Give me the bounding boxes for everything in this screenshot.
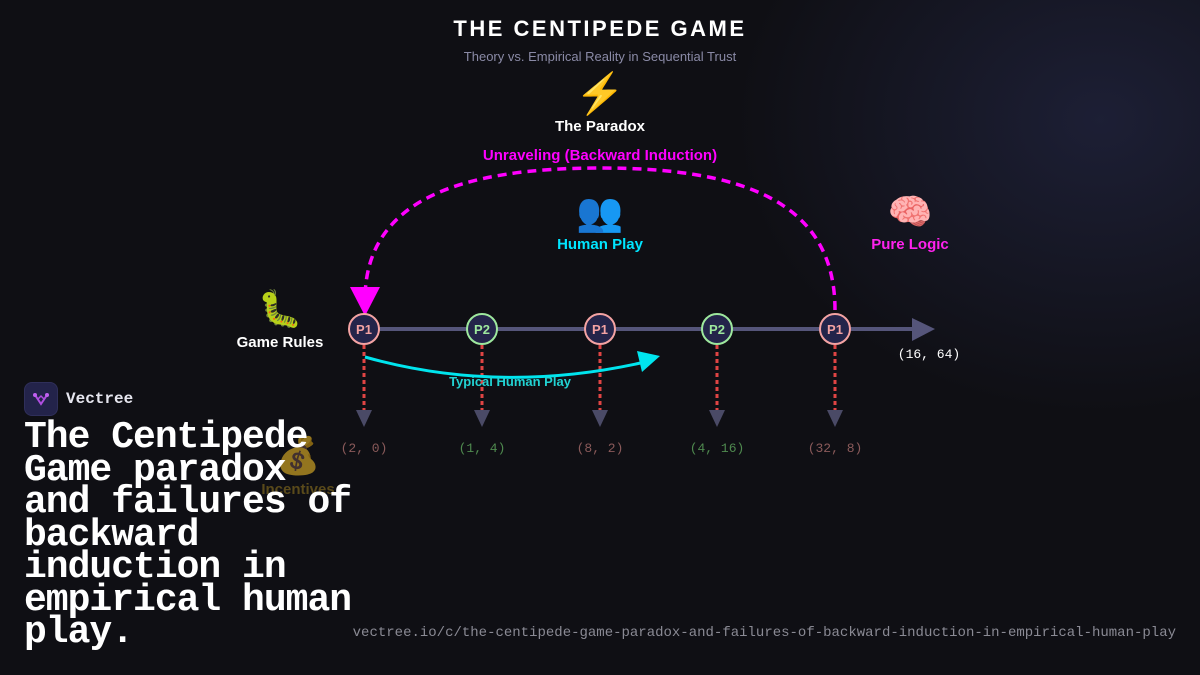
node-5[interactable]: P1 <box>819 313 851 345</box>
svg-text:P2: P2 <box>709 322 725 337</box>
typical-human-play-curve <box>364 355 646 379</box>
game-rules-label: Game Rules <box>236 334 324 351</box>
unraveling-arc <box>363 166 837 311</box>
typical-human-play-label: Typical Human Play <box>449 374 572 389</box>
paradox-label: The Paradox <box>554 118 646 135</box>
node-4[interactable]: P2 <box>701 313 733 345</box>
drop-arrowheads <box>356 410 843 427</box>
unraveling-label: Unraveling (Backward Induction) <box>483 147 717 164</box>
page-title: THE CENTIPEDE GAME <box>453 16 747 41</box>
payoff-4: (4, 16) <box>690 441 745 456</box>
payoff-2: (1, 4) <box>459 441 506 456</box>
svg-text:P1: P1 <box>827 322 843 337</box>
typical-human-play-arrowhead <box>637 351 660 372</box>
unraveling-arrowhead <box>350 287 380 316</box>
money-bag-icon: 💰 <box>275 435 321 476</box>
incentives-label: Incentives <box>261 481 335 498</box>
lightning-icon: ⚡ <box>575 72 625 116</box>
brain-icon: 🧠 <box>887 191 933 232</box>
page-subtitle: Theory vs. Empirical Reality in Sequenti… <box>463 49 737 64</box>
node-3[interactable]: P1 <box>584 313 616 345</box>
node-2[interactable]: P2 <box>466 313 498 345</box>
headline: The Centipede Game paradox and failures … <box>24 416 352 654</box>
pure-logic-label: Pure Logic <box>871 236 949 253</box>
drop-lines <box>362 345 837 410</box>
brand: Vectree <box>24 382 133 416</box>
timeline-arrowhead <box>912 318 935 341</box>
payoff-5: (32, 8) <box>808 441 863 456</box>
vectree-logo-icon <box>24 382 58 416</box>
people-icon: 👥 <box>576 192 624 234</box>
svg-text:P1: P1 <box>592 322 608 337</box>
payoff-1: (2, 0) <box>341 441 388 456</box>
caterpillar-icon: 🐛 <box>257 288 303 329</box>
payoff-3: (8, 2) <box>577 441 624 456</box>
human-play-label: Human Play <box>557 236 643 253</box>
svg-text:P1: P1 <box>356 322 372 337</box>
brand-name: Vectree <box>66 390 134 408</box>
final-payoff: (16, 64) <box>898 347 960 362</box>
svg-text:P2: P2 <box>474 322 490 337</box>
page-url[interactable]: vectree.io/c/the-centipede-game-paradox-… <box>352 625 1176 641</box>
node-1[interactable]: P1 <box>348 313 380 345</box>
